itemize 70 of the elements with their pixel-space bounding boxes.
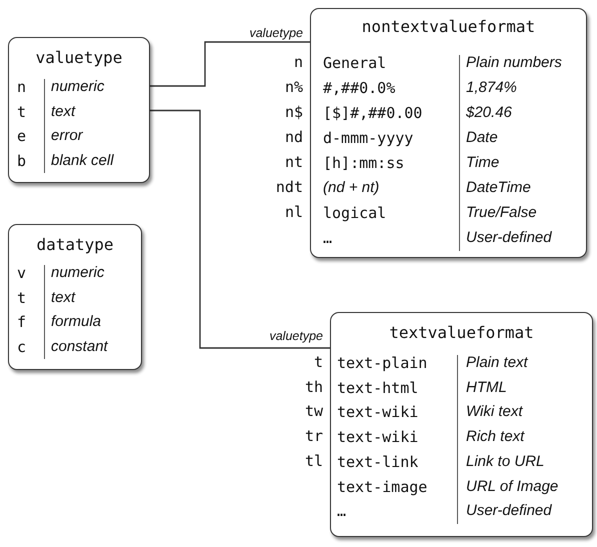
description-text: User-defined <box>466 501 552 522</box>
key-code: nt <box>284 152 303 172</box>
description-text: Time <box>466 153 500 173</box>
table-title: nontextvalueformat <box>360 17 536 37</box>
key-code: th <box>304 376 323 397</box>
key-code: t <box>314 352 323 372</box>
key-code: tw <box>304 401 323 422</box>
description-text: blank cell <box>51 150 114 170</box>
key-code: nd <box>284 127 303 147</box>
code-cell-text: logical <box>323 203 386 223</box>
table-title: valuetype <box>34 48 124 68</box>
description-text: DateTime <box>466 178 531 198</box>
code-cell-text: f <box>17 312 26 332</box>
code-cell-text: [h]:mm:ss <box>323 153 404 173</box>
description-text: text <box>51 102 76 122</box>
description-text: Rich text <box>466 427 524 448</box>
code-cell-text: v <box>17 263 26 283</box>
description-text: error <box>51 126 83 146</box>
description-text: User-defined <box>466 228 552 248</box>
code-cell-text: text-plain <box>337 353 428 373</box>
connector-line <box>150 110 330 349</box>
table-title: datatype <box>35 235 115 255</box>
description-text: Link to URL <box>466 452 544 472</box>
code-cell-text: d-mmm-yyyy <box>323 128 414 148</box>
description-text: $20.46 <box>466 103 512 123</box>
code-cell-text: #,##0.0% <box>323 78 396 98</box>
code-cell-text: [$]#,##0.00 <box>323 103 422 123</box>
description-text: Plain text <box>466 353 528 373</box>
description-text: HTML <box>466 378 507 398</box>
code-cell-text: t <box>17 102 26 122</box>
description-text: Date <box>466 128 498 148</box>
description-text: Plain numbers <box>466 53 562 73</box>
table-box <box>8 224 142 370</box>
key-code: ndt <box>276 177 303 197</box>
code-cell-text: General <box>323 53 386 73</box>
key-code: tl <box>304 450 323 471</box>
description-text: constant <box>51 336 108 356</box>
description-text: True/False <box>466 203 537 223</box>
description-text: Wiki text <box>466 402 523 422</box>
code-cell-text: c <box>17 336 26 356</box>
description-text: URL of Image <box>466 476 558 496</box>
code-cell-text: (nd + nt) <box>323 178 380 198</box>
table-title: textvalueformat <box>388 323 535 343</box>
code-cell-text: b <box>17 150 26 170</box>
description-text: 1,874% <box>466 78 517 98</box>
connector-line <box>150 41 310 87</box>
code-cell-text: e <box>17 126 26 146</box>
code-cell-text: … <box>337 501 346 522</box>
key-code: n <box>294 52 303 72</box>
key-code: n$ <box>284 102 303 122</box>
key-code: n% <box>284 77 303 97</box>
description-text: text <box>51 288 76 308</box>
key-code: nl <box>284 202 303 222</box>
code-cell-text: text-wiki <box>337 402 418 422</box>
code-cell-text: n <box>17 77 26 97</box>
table-box <box>8 37 150 183</box>
column-label: valuetype <box>249 25 303 41</box>
code-cell-text: text-html <box>337 378 418 398</box>
description-text: numeric <box>51 77 104 97</box>
description-text: formula <box>51 312 102 332</box>
code-cell-text: text-link <box>337 452 418 472</box>
table-box <box>330 312 593 537</box>
description-text: numeric <box>51 263 104 283</box>
table-box <box>310 8 587 258</box>
key-code: tr <box>304 426 323 446</box>
column-label: valuetype <box>269 328 323 344</box>
code-cell-text: text-wiki <box>337 427 418 448</box>
code-cell-text: t <box>17 288 26 308</box>
code-cell-text: text-image <box>337 476 428 496</box>
code-cell-text: … <box>323 228 332 248</box>
